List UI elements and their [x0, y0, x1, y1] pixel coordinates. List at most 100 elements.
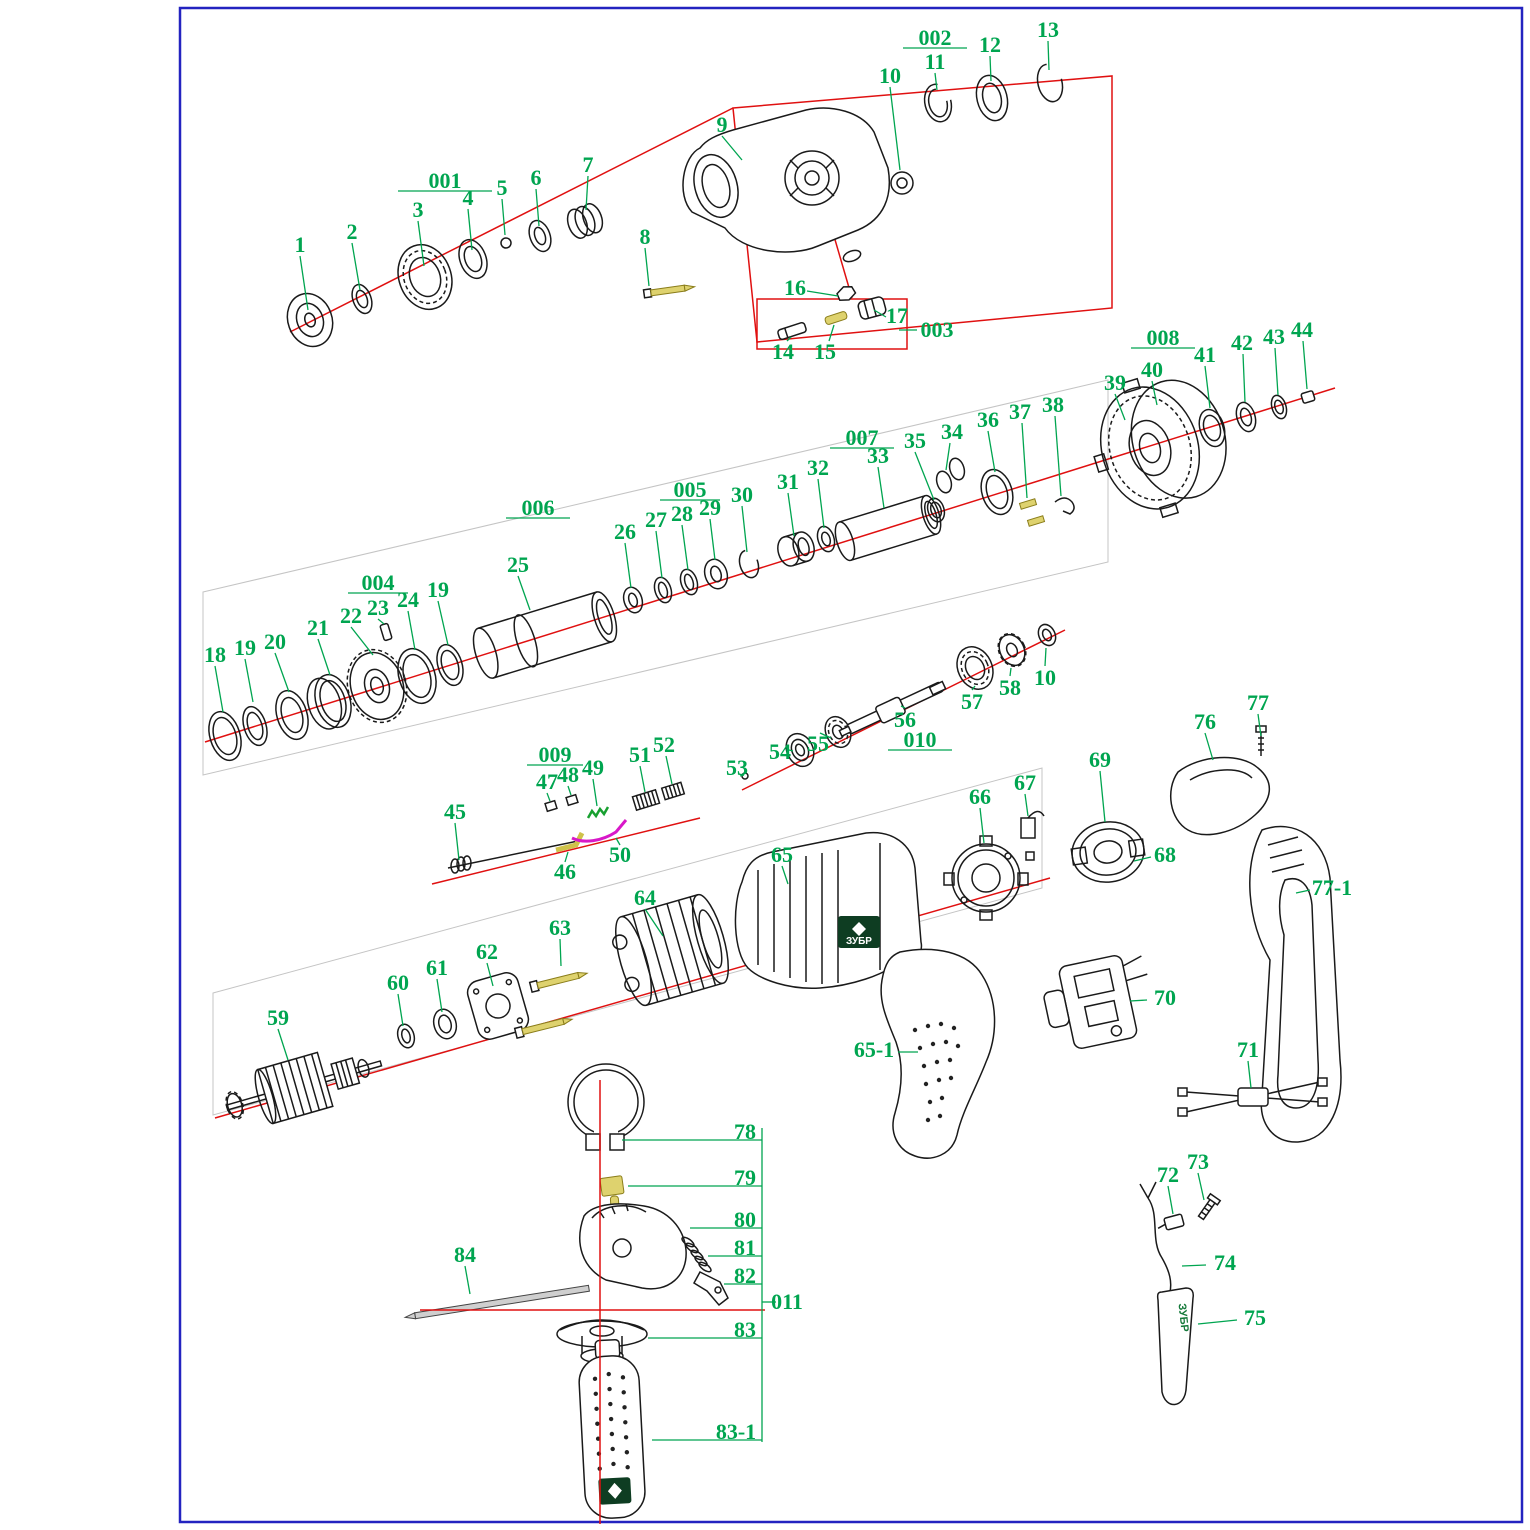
panel-outlines	[202, 379, 1109, 1116]
part-29-nut-drawing	[703, 558, 729, 590]
part-label-74: 74	[1181, 1250, 1236, 1275]
part-label-28: 28	[671, 501, 693, 571]
part-2-drawing	[351, 283, 373, 315]
part-label-48: 48	[557, 762, 579, 796]
part-label-47: 47	[536, 769, 558, 802]
svg-text:35: 35	[904, 428, 926, 453]
part-44-drawing	[1300, 390, 1316, 404]
svg-text:19: 19	[234, 635, 256, 660]
part-label-29: 29	[699, 495, 721, 561]
part-26-drawing	[622, 586, 644, 614]
svg-text:16: 16	[784, 275, 806, 300]
part-label-68: 68	[1133, 842, 1176, 867]
part-14-pin-drawing	[777, 321, 807, 341]
part-10b-drawing	[1037, 623, 1057, 647]
svg-text:42: 42	[1231, 330, 1253, 355]
part-label-32: 32	[807, 455, 829, 529]
part-label-45: 45	[444, 799, 466, 861]
svg-text:47: 47	[536, 769, 558, 794]
part-label-70: 70	[1129, 985, 1176, 1010]
svg-text:19: 19	[427, 577, 449, 602]
part-84-rod-drawing	[403, 1284, 590, 1320]
part-31-drawing	[777, 531, 815, 567]
svg-text:81: 81	[734, 1235, 756, 1260]
part-label-63: 63	[549, 915, 571, 967]
svg-text:9: 9	[717, 112, 728, 137]
part-10-drawing	[890, 171, 914, 195]
part-48-drawing	[565, 793, 579, 807]
svg-text:41: 41	[1194, 342, 1216, 367]
svg-text:10: 10	[1034, 665, 1056, 690]
svg-text:34: 34	[941, 419, 963, 444]
part-label-37: 37	[1009, 399, 1031, 499]
part-label-33: 33	[867, 443, 889, 509]
part-label-72: 72	[1157, 1162, 1179, 1215]
svg-text:70: 70	[1154, 985, 1176, 1010]
svg-text:75: 75	[1244, 1305, 1266, 1330]
part-label-9: 9	[717, 112, 743, 161]
part-24-drawing	[397, 647, 437, 705]
part-1-drawing	[286, 292, 334, 348]
part-61-drawing	[432, 1008, 458, 1040]
part-label-52: 52	[653, 732, 675, 785]
part-label-010: 010	[888, 727, 952, 752]
svg-text:1: 1	[295, 232, 306, 257]
svg-text:36: 36	[977, 407, 999, 432]
part-label-011: 011	[762, 1289, 803, 1314]
svg-text:82: 82	[734, 1263, 756, 1288]
svg-text:83-1: 83-1	[716, 1419, 756, 1444]
part-label-43: 43	[1263, 324, 1285, 396]
part-label-44: 44	[1291, 317, 1313, 390]
part-label-60: 60	[387, 970, 409, 1027]
part-label-27: 27	[645, 507, 667, 579]
svg-text:78: 78	[734, 1119, 756, 1144]
part-label-71: 71	[1237, 1037, 1259, 1089]
part-78-clamp-drawing	[567, 1063, 645, 1151]
svg-text:33: 33	[867, 443, 889, 468]
svg-text:83: 83	[734, 1317, 756, 1342]
part-59-armature-drawing	[225, 1051, 383, 1125]
part-label-65: 65	[771, 842, 793, 885]
part-label-31: 31	[777, 469, 799, 537]
part-label-62: 62	[476, 939, 498, 987]
part-5-drawing	[500, 237, 512, 249]
svg-text:27: 27	[645, 507, 667, 532]
svg-text:011: 011	[771, 1289, 803, 1314]
part-51-spring-drawing	[631, 788, 661, 812]
brand-text-boot: ЗУБР	[1176, 1303, 1191, 1333]
part-3-drawing	[397, 243, 453, 311]
part-label-13: 13	[1037, 17, 1059, 71]
part-18-drawing	[208, 710, 242, 762]
part-label-10: 10	[1034, 647, 1056, 690]
part-21-drawing	[306, 673, 352, 730]
part-63-screw-b-drawing	[513, 1017, 574, 1040]
part-37-pins-drawing	[1018, 498, 1046, 527]
part-label-21: 21	[307, 615, 331, 676]
svg-text:39: 39	[1104, 370, 1126, 395]
svg-text:40: 40	[1141, 357, 1163, 382]
part-label-12: 12	[979, 32, 1001, 82]
part-label-69: 69	[1089, 747, 1111, 823]
svg-text:31: 31	[777, 469, 799, 494]
part-50-wire-drawing	[571, 819, 628, 843]
svg-text:32: 32	[807, 455, 829, 480]
svg-text:4: 4	[463, 185, 474, 210]
part-25-cylinder-drawing	[472, 591, 618, 679]
part-label-18: 18	[204, 642, 226, 713]
svg-text:49: 49	[582, 755, 604, 780]
part-label-17: 17	[873, 303, 908, 328]
part-label-64: 64	[634, 885, 664, 937]
part-47-drawing	[544, 799, 558, 813]
part-77-screw-drawing	[1255, 725, 1267, 756]
part-label-56: 56	[894, 705, 916, 732]
part-label-23: 23	[367, 595, 389, 625]
part-28-drawing	[679, 568, 699, 596]
part-16-lever-drawing	[836, 285, 857, 302]
part-label-40: 40	[1141, 357, 1163, 406]
part-label-2: 2	[347, 219, 361, 291]
svg-text:54: 54	[769, 739, 791, 764]
part-63-screw-a-drawing	[528, 971, 589, 994]
part-65-motor-drawing: ЗУБР	[734, 831, 923, 989]
part-57-drawing	[956, 646, 994, 690]
